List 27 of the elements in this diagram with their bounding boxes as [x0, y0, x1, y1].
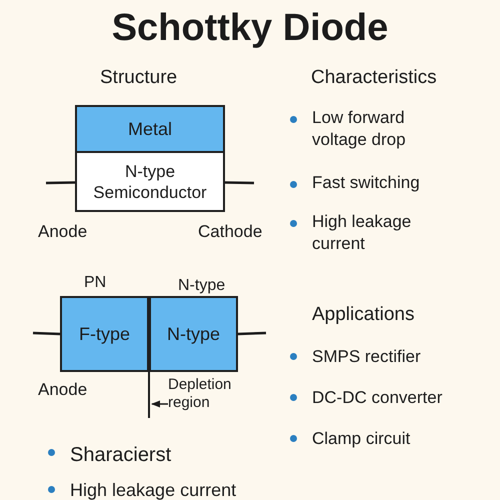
- text-label: PN: [84, 273, 106, 293]
- bullet-text: DC-DC converter: [312, 387, 442, 409]
- metal-layer-box: Metal: [75, 105, 225, 153]
- title: Schottky Diode: [110, 6, 390, 50]
- terminal-lead: [224, 181, 254, 184]
- leader-arrow: [151, 400, 168, 408]
- semiconductor-region-box: F-type: [60, 296, 149, 372]
- text-label: Structure: [100, 66, 178, 90]
- semiconductor-region-box: N-type: [149, 296, 238, 372]
- text-label: N-type: [178, 276, 226, 296]
- terminal-lead: [46, 181, 76, 184]
- text-label: Cathode: [198, 221, 262, 243]
- bullet-text: Clamp circuit: [312, 428, 410, 450]
- bullet-text: High leakage current: [312, 211, 412, 255]
- bullet-text: SMPS rectifier: [312, 346, 421, 368]
- text-label: Anode: [38, 379, 88, 401]
- terminal-lead: [32, 332, 60, 336]
- bullet-text: High leakage current: [70, 479, 236, 500]
- bullet-text: Sharacierst: [70, 443, 172, 468]
- text-label: Anode: [38, 221, 88, 243]
- text-label: Applications: [312, 303, 414, 327]
- depletion-region-label: Depletion region: [168, 376, 268, 416]
- semiconductor-box: N-type Semiconductor: [75, 153, 225, 212]
- terminal-lead: [238, 332, 266, 336]
- bullet-text: Low forward voltage drop: [312, 107, 407, 151]
- bullet-text: Fast switching: [312, 172, 420, 194]
- text-label: Characteristics: [311, 66, 437, 90]
